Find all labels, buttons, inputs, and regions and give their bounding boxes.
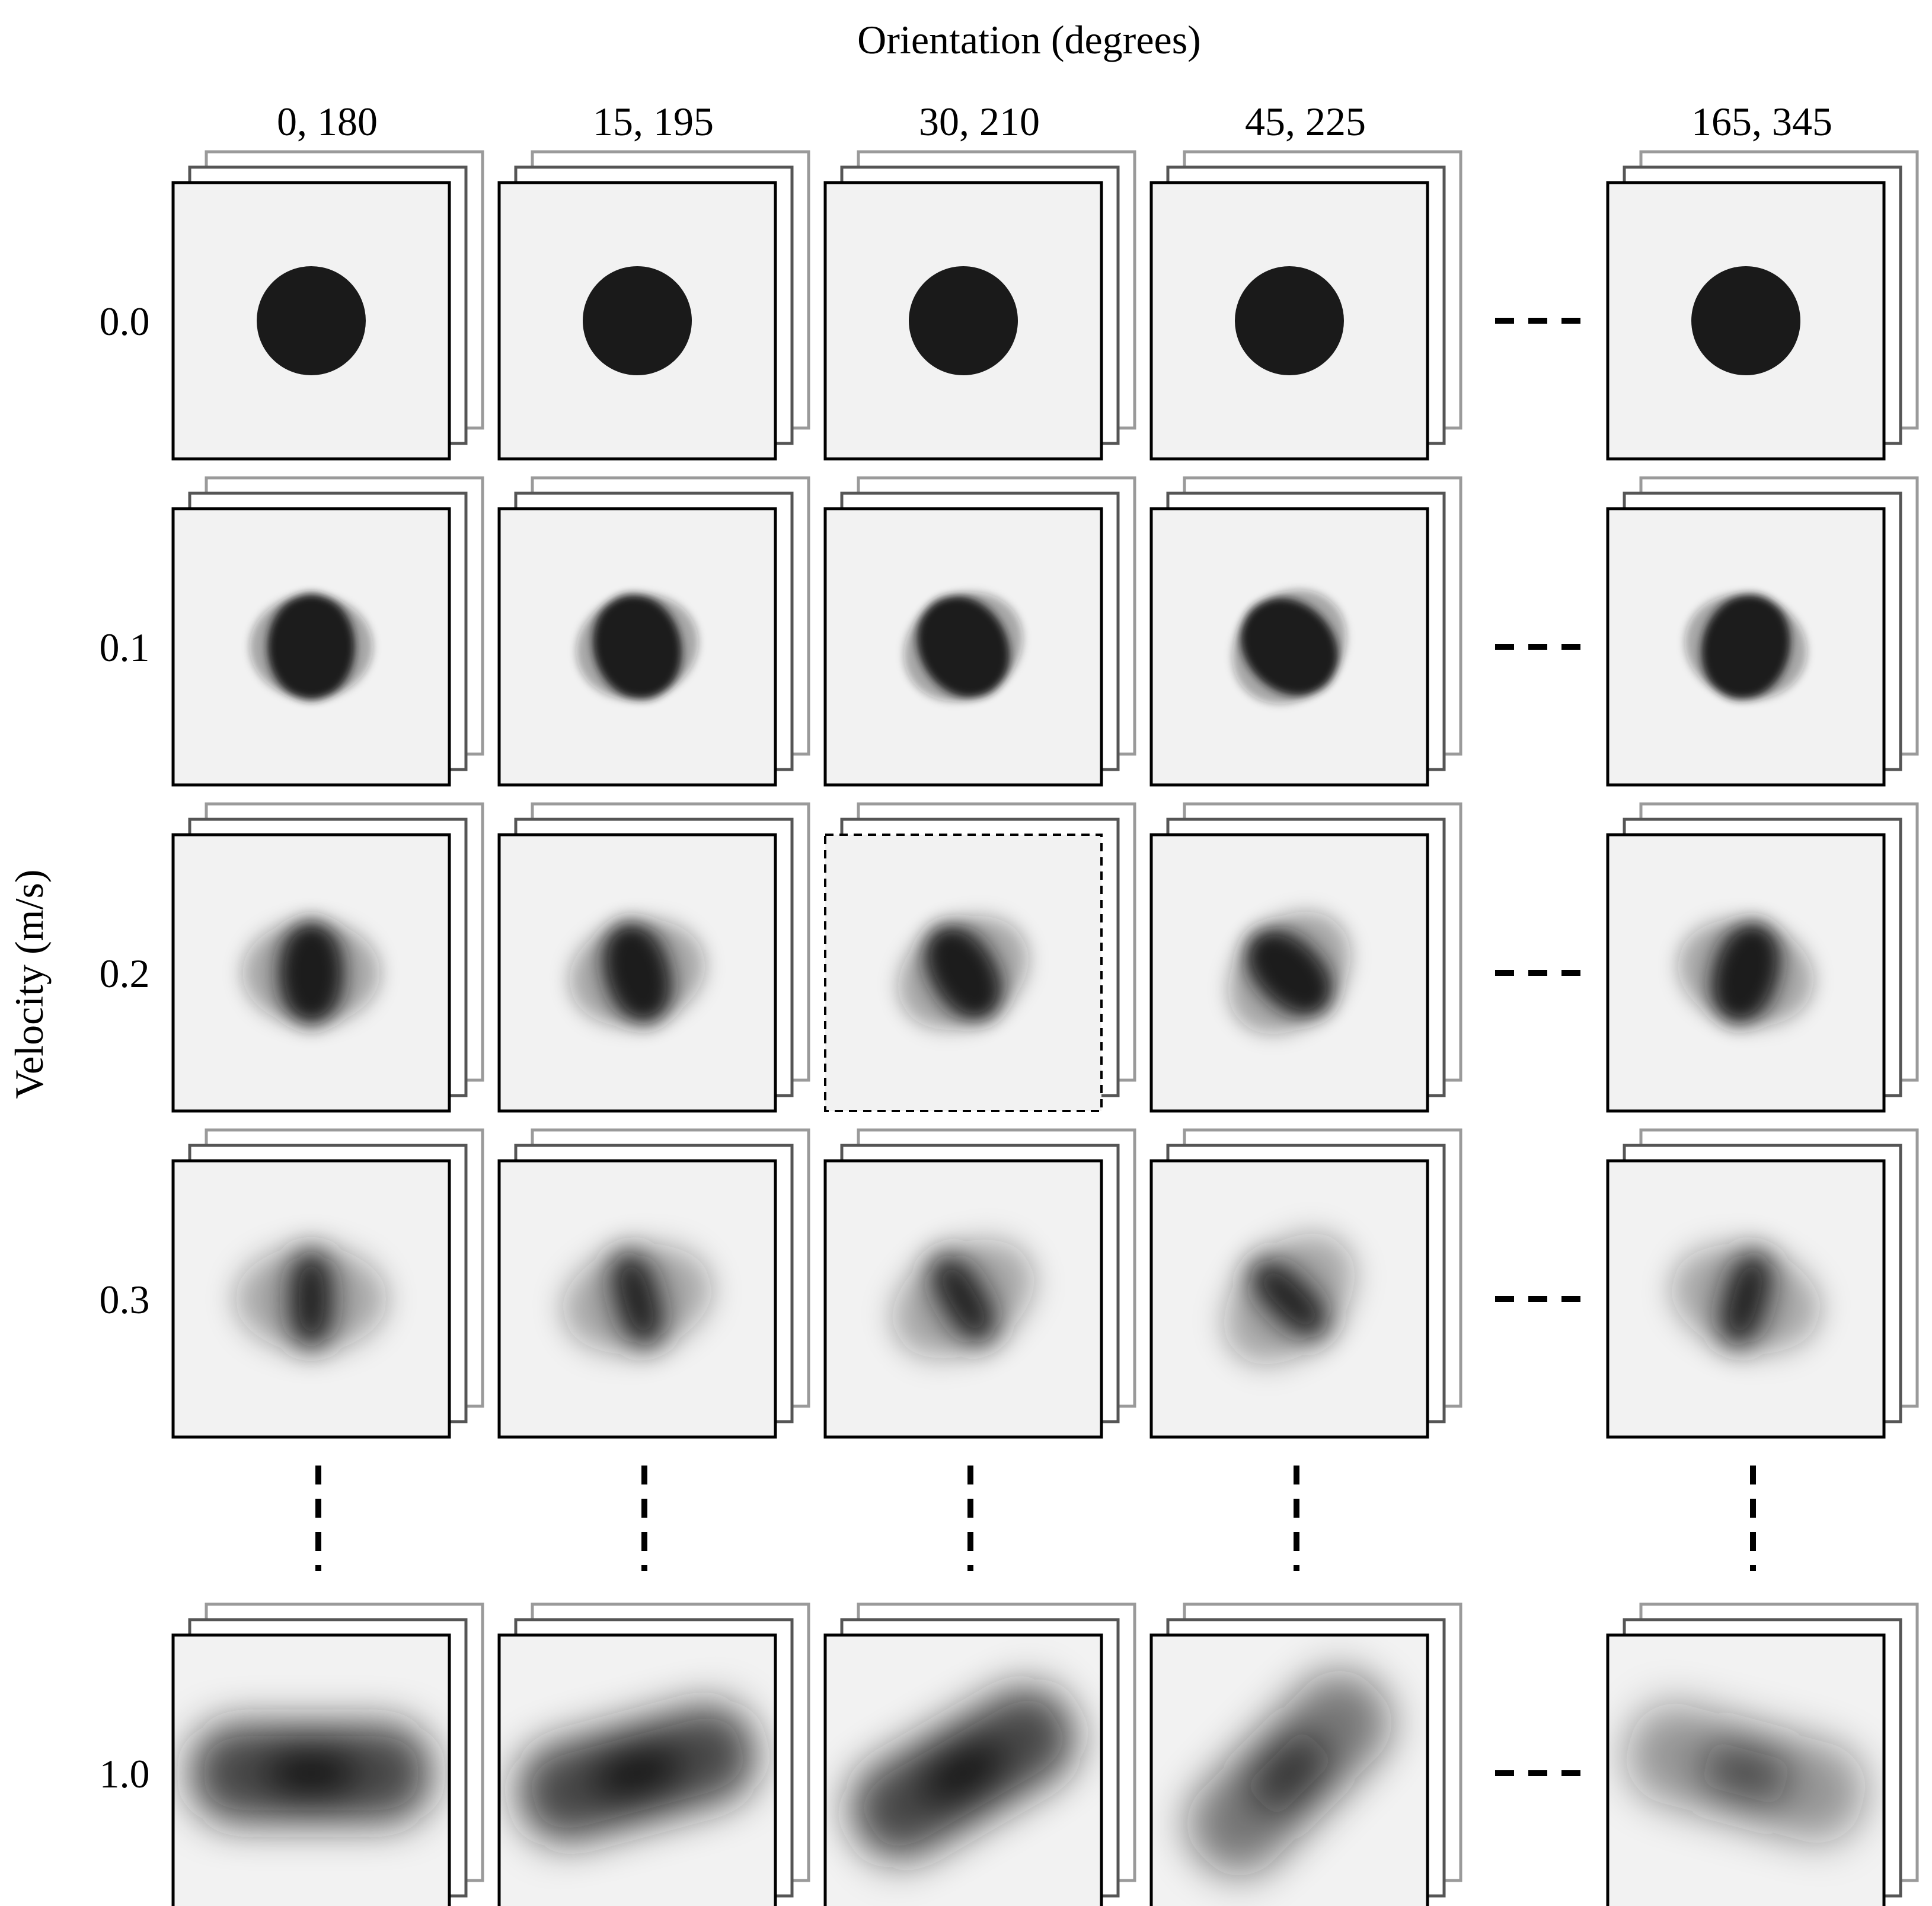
image-stack [171,476,484,787]
image-stack [1606,802,1919,1113]
row-labels: 0.0 0.1 0.2 0.3 1.0 [100,299,150,1796]
image-stack [171,1128,484,1439]
object-disc [924,924,1003,1022]
object-disc [1701,593,1791,700]
object-core [1248,1732,1330,1814]
stack-front-frame [1149,833,1429,1113]
object-disc [1248,1257,1331,1340]
continuation-ellipses [315,318,1756,1776]
object-disc [592,593,682,700]
stack-front-frame [823,1159,1103,1439]
stack-front-frame [823,1633,1103,1906]
row-label: 0.3 [100,1277,150,1322]
image-stack [171,150,484,461]
stack-front-frame [497,181,777,461]
stack-front-frame [1149,507,1429,787]
image-stack [1149,150,1462,461]
object-disc [1691,266,1800,375]
stack-front-frame [823,507,1103,787]
image-stack [1149,802,1462,1113]
stack-front-frame [171,507,451,787]
object-disc [583,266,692,375]
object-disc [278,920,344,1026]
y-axis-title: Velocity (m/s) [7,869,52,1099]
row-label: 0.0 [100,299,150,344]
column-label: 165, 345 [1691,99,1832,144]
row-label: 0.2 [100,951,150,996]
stack-front-frame [1606,1159,1886,1439]
image-stack [497,1602,810,1906]
image-stack [1149,476,1462,787]
object-disc [257,266,366,375]
stack-front-frame [1149,1633,1429,1906]
x-axis-title: Orientation (degrees) [857,17,1201,62]
stack-front-frame [497,1633,777,1906]
image-stack [171,1602,484,1906]
stack-front-frame [171,1159,451,1439]
image-stack [497,1128,810,1439]
object-disc [602,920,672,1026]
object-disc [1720,1247,1772,1351]
image-stack [497,476,810,787]
object-disc [1711,920,1781,1026]
row-label: 0.1 [100,625,150,670]
image-stack [823,1128,1136,1439]
stack-front-frame [171,833,451,1113]
image-stack [824,802,1136,1112]
object-disc [611,1247,663,1351]
object-disc [289,1246,334,1352]
object-core [920,1736,1007,1811]
image-stack [497,150,810,461]
image-stack [823,476,1136,787]
stack-front-frame [1149,181,1429,461]
stack-front-frame [497,1159,777,1439]
stack-front-frame [497,833,777,1113]
object-disc [1240,598,1339,696]
image-stack [1606,1602,1919,1906]
column-labels: 0, 180 15, 195 30, 210 45, 225 165, 345 [277,99,1832,144]
stack-front-frame [1606,833,1886,1113]
image-stack [1149,1128,1462,1439]
object-core [594,1741,681,1806]
object-disc [930,1251,997,1347]
image-stack [823,150,1136,461]
row-label: 1.0 [100,1751,150,1796]
object-disc [916,595,1010,698]
stack-front-frame [1606,507,1886,787]
stack-front-frame [497,507,777,787]
stack-front-frame [1606,1633,1886,1906]
object-disc [1235,266,1344,375]
object-core [270,1747,353,1800]
stack-front-frame [1606,181,1886,461]
stack-front-frame [1149,1159,1429,1439]
image-tile-grid [171,150,1919,1906]
image-stack [1606,150,1919,461]
stack-front-frame [823,181,1103,461]
stack-front-frame [171,1633,451,1906]
column-label: 30, 210 [919,99,1040,144]
image-stack [823,1602,1136,1906]
image-stack [1606,1128,1919,1439]
object-disc [1245,928,1334,1017]
image-stack [497,802,810,1113]
highlighted-frame [824,834,1103,1112]
column-label: 15, 195 [593,99,714,144]
stack-front-frame [171,181,451,461]
image-stack [1606,476,1919,787]
column-label: 0, 180 [277,99,378,144]
image-stack [1149,1602,1462,1906]
object-disc [267,593,355,700]
object-disc [909,266,1018,375]
column-label: 45, 225 [1245,99,1366,144]
object-core [1703,1741,1789,1806]
image-stack [171,802,484,1113]
